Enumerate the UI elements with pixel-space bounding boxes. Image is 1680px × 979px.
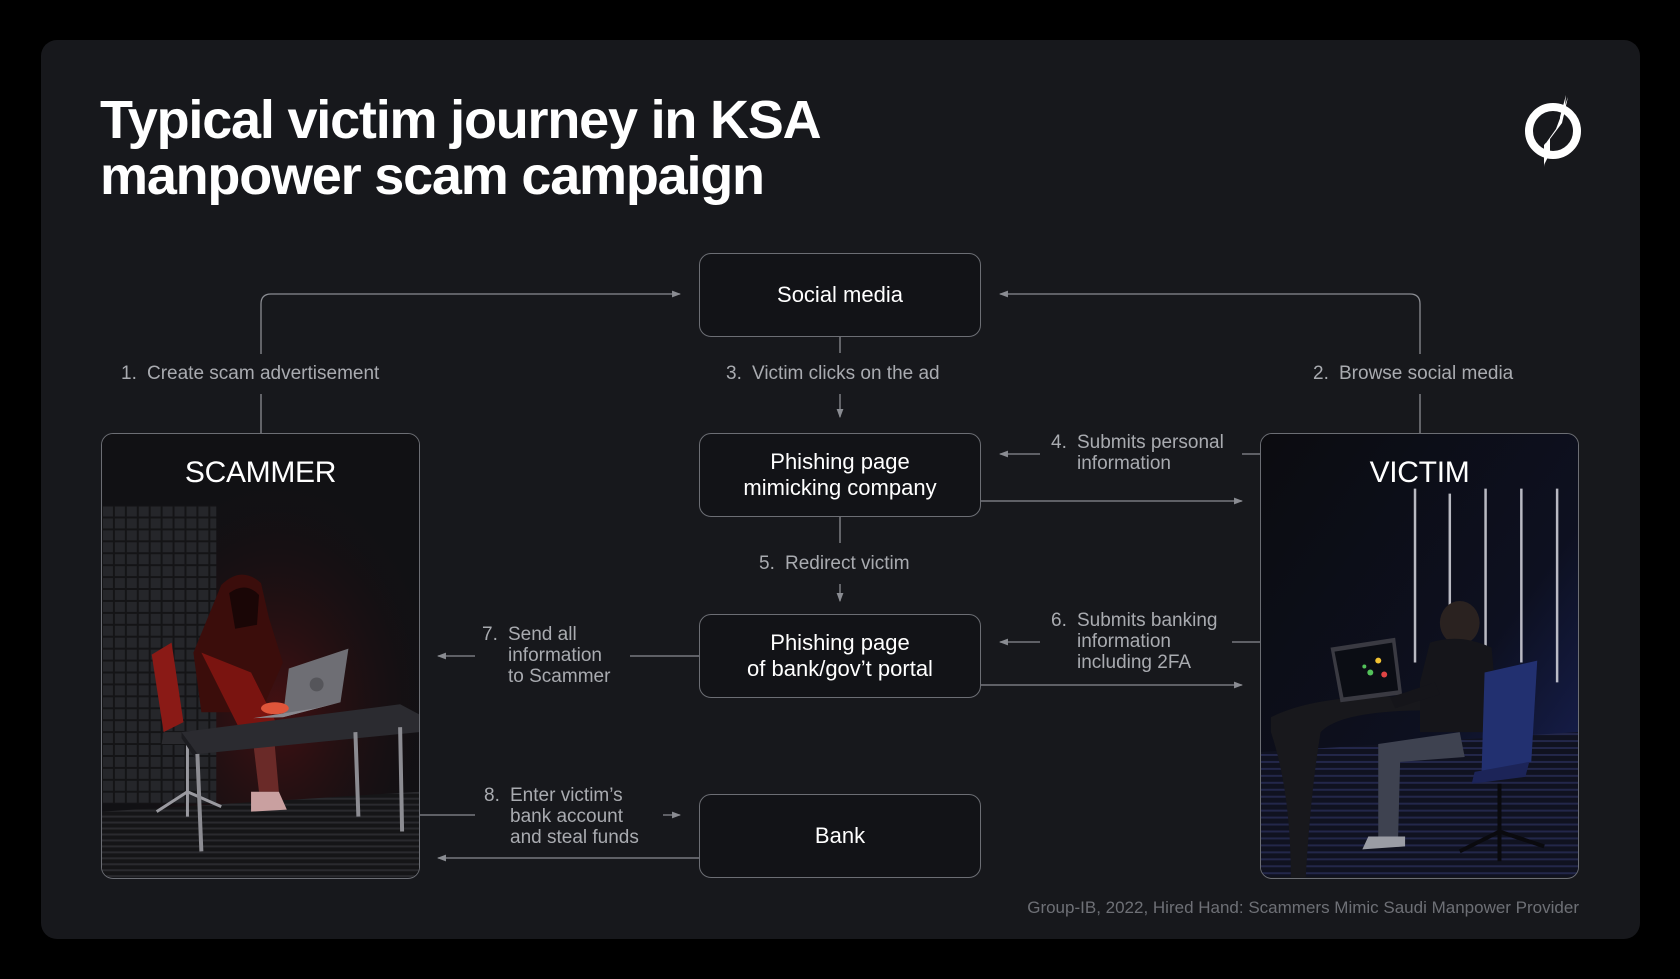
step-text: Redirect victim [785, 553, 910, 574]
scammer-card: SCAMMER [101, 433, 420, 879]
group-ib-logo-icon [1525, 95, 1581, 167]
slide-title: Typical victim journey in KSA manpower s… [100, 90, 822, 206]
step-text: Submits banking information including 2F… [1077, 610, 1218, 673]
step-1-label: 1. Create scam advertisement [121, 363, 379, 384]
step-text: Victim clicks on the ad [752, 363, 940, 384]
step-number: 5. [759, 553, 775, 574]
step-8-label: 8. Enter victim’s bank account and steal … [484, 785, 639, 848]
step-number: 1. [121, 363, 137, 384]
victim-label: VICTIM [1369, 456, 1470, 489]
step-text: Create scam advertisement [147, 363, 380, 384]
step-text: Submits personal information [1077, 432, 1224, 474]
scammer-label: SCAMMER [184, 456, 337, 489]
step-text: Browse social media [1339, 363, 1514, 384]
node-bank: Bank [699, 794, 981, 878]
step-number: 2. [1313, 363, 1329, 384]
node-label: Social media [777, 282, 903, 307]
step-number: 6. [1051, 610, 1067, 631]
node-label: Phishing page mimicking company [743, 449, 937, 500]
title-line-2: manpower scam campaign [100, 146, 765, 206]
step-5-label: 5. Redirect victim [759, 553, 910, 574]
step-7-label: 7. Send all information to Scammer [482, 624, 610, 687]
step-3-label: 3. Victim clicks on the ad [726, 363, 940, 384]
node-label: Phishing page of bank/gov’t portal [747, 630, 933, 681]
node-social-media: Social media [699, 253, 981, 337]
step-number: 8. [484, 785, 500, 806]
title-line-1: Typical victim journey in KSA [100, 90, 822, 150]
victim-card: VICTIM [1260, 433, 1579, 879]
scammer-illustration [102, 434, 419, 878]
step-6-label: 6. Submits banking information including … [1051, 610, 1217, 673]
victim-illustration [1261, 434, 1578, 878]
step-number: 4. [1051, 432, 1067, 453]
node-phishing-bank-portal: Phishing page of bank/gov’t portal [699, 614, 981, 698]
node-label: Bank [814, 823, 866, 848]
node-phishing-company: Phishing page mimicking company [699, 433, 981, 517]
step-4-label: 4. Submits personal information [1051, 432, 1224, 474]
step-2-label: 2. Browse social media [1313, 363, 1513, 384]
step-text: Enter victim’s bank account and steal fu… [510, 785, 639, 848]
step-number: 3. [726, 363, 742, 384]
step-text: Send all information to Scammer [508, 624, 611, 687]
source-credit: Group-IB, 2022, Hired Hand: Scammers Mim… [1027, 898, 1579, 917]
step-number: 7. [482, 624, 498, 645]
